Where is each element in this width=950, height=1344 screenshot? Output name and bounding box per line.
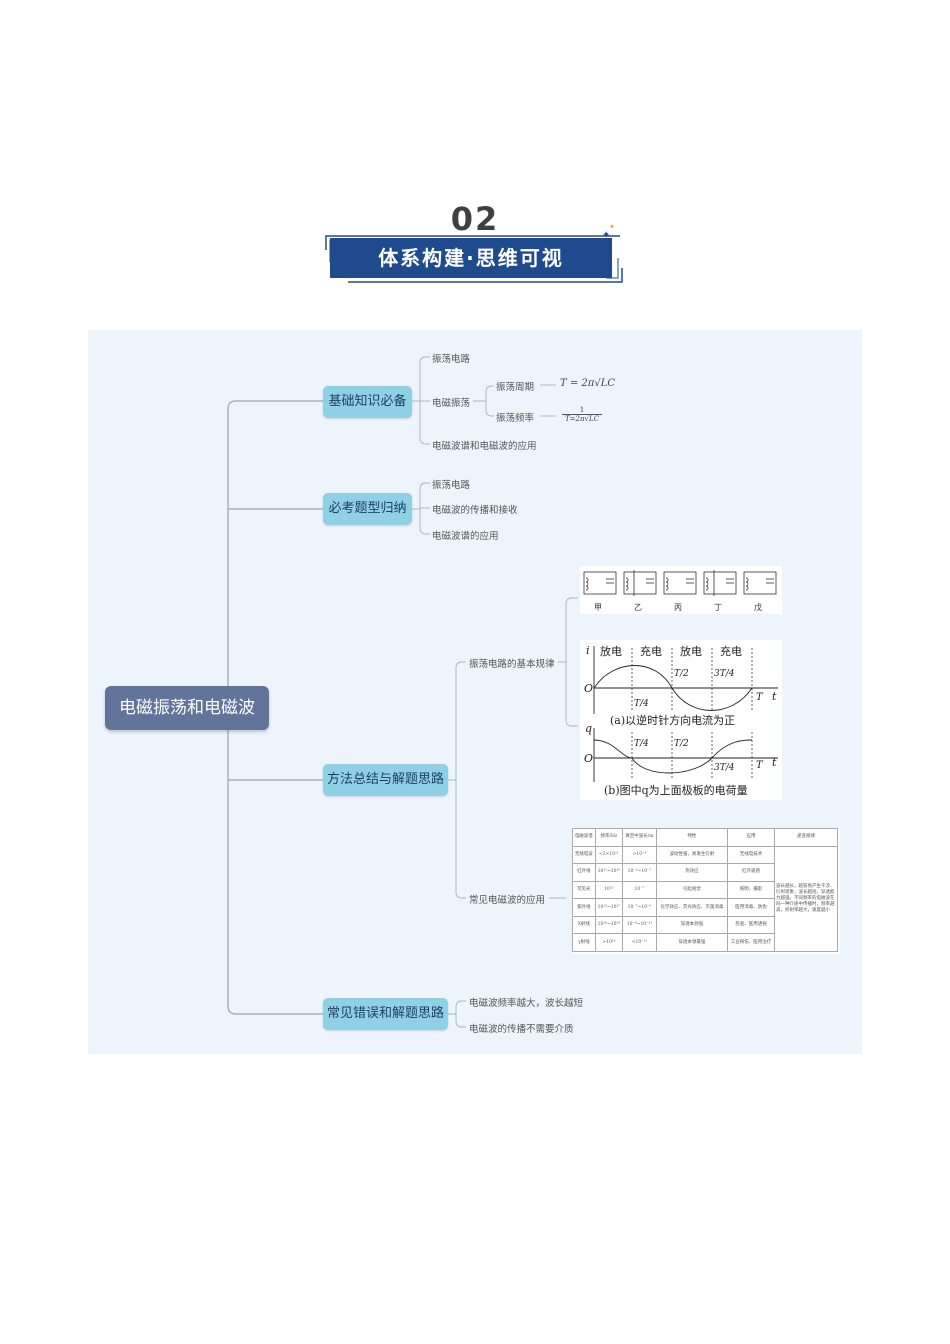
leaf-spectrum-app: 电磁波谱和电磁波的应用 xyxy=(432,441,537,452)
phase-2: 充电 xyxy=(640,644,662,658)
table-cell: 10⁻⁷~10⁻⁹ xyxy=(622,898,657,917)
table-cell: 穿透本领强 xyxy=(655,915,729,935)
leaf-exam-propagation: 电磁波的传播和接收 xyxy=(432,505,518,516)
table-cell: 检查、医用透视 xyxy=(727,915,775,935)
table-cell: 10¹⁵~10¹⁷ xyxy=(594,898,624,917)
em-spectrum-table-box: 电磁波谱 频率/Hz 真空中波长/m 特性 应用 递变规律 无线电波 <3×10… xyxy=(572,828,840,954)
table-cell: 无线电技术 xyxy=(727,845,775,865)
circuit-label-5: 戊 xyxy=(754,602,762,612)
graph-b-y-label: q xyxy=(585,722,592,735)
branch-basics: 基础知识必备 xyxy=(323,386,412,418)
table-cell: X射线 xyxy=(572,915,596,935)
table-header-cell: 特性 xyxy=(655,828,729,847)
table-cell: 10⁻⁸~10⁻¹¹ xyxy=(622,915,657,935)
table-cell: 照明、摄影 xyxy=(727,880,775,900)
graph-a-t-full: T xyxy=(756,692,764,703)
table-header-row: 电磁波谱 频率/Hz 真空中波长/m 特性 应用 递变规律 xyxy=(572,828,838,847)
table-cell: 红外遥感 xyxy=(727,863,775,882)
branch-exam: 必考题型归纳 xyxy=(323,493,412,525)
leaf-period: 振荡周期 xyxy=(496,382,535,393)
graph-b-t-full: T xyxy=(756,760,764,771)
graph-a-x-label: t xyxy=(772,690,777,703)
svg-text:✦: ✦ xyxy=(602,230,610,241)
phase-3: 放电 xyxy=(680,644,702,658)
table-cell: 穿透本领最强 xyxy=(655,933,729,952)
leaf-method-app: 常见电磁波的应用 xyxy=(469,895,546,906)
table-cell: 引起视觉 xyxy=(655,880,729,900)
graph-a-y-label: i xyxy=(586,644,590,657)
table-header-cell: 应用 xyxy=(727,828,775,847)
graph-b-t-quarter: T/4 xyxy=(634,739,649,749)
table-trend-cell: 波长越长，越容易产生干涉、衍射现象；波长越短，穿透能力越强。不同频率的电磁波在同… xyxy=(774,845,838,953)
graph-a-t-quarter: T/4 xyxy=(634,699,649,709)
table-cell: γ射线 xyxy=(572,933,596,952)
table-cell: 波动性强，易发生衍射 xyxy=(655,845,729,865)
leaf-exam-circuit: 振荡电路 xyxy=(432,480,471,491)
branch-method: 方法总结与解题思路 xyxy=(323,764,448,796)
table-cell: 无线电波 xyxy=(572,845,596,865)
phase-1: 放电 xyxy=(600,644,622,658)
circuit-label-3: 丙 xyxy=(674,603,682,612)
table-cell: 化学效应、荧光效应、灭菌消毒 xyxy=(655,898,729,917)
table-row: γ射线 >10¹⁹ <10⁻¹¹ 穿透本领最强 工业探伤、医用治疗 xyxy=(572,933,838,952)
phase-4: 充电 xyxy=(720,644,742,658)
graphs-drawing: i O t 放电 充电 放电 充电 T/4 T/2 3T/4 T (a)以逆时针… xyxy=(584,644,778,797)
leaf-frequency: 振荡频率 xyxy=(496,413,535,424)
section-title: 体系构建·思维可视 xyxy=(330,238,612,278)
table-cell: >10⁻³ xyxy=(622,845,657,865)
table-header-cell: 真空中波长/m xyxy=(622,828,657,847)
lc-circuit-stages: 甲 乙 丙 丁 戊 xyxy=(580,566,782,614)
leaf-error-2: 电磁波的传播不需要介质 xyxy=(469,1024,574,1035)
graph-b-t-half: T/2 xyxy=(674,739,689,749)
graph-b-t-3quarter: 3T/4 xyxy=(714,763,735,773)
leaf-method-rule: 振荡电路的基本规律 xyxy=(469,659,555,670)
circuit-label-1: 甲 xyxy=(594,603,602,612)
table-cell: 10⁻⁷ xyxy=(622,880,657,900)
circuit-label-2: 乙 xyxy=(634,603,642,612)
leaf-em-osc: 电磁振荡 xyxy=(432,398,471,409)
table-cell: 热效应 xyxy=(655,863,729,882)
table-cell: <10⁻¹¹ xyxy=(622,933,657,952)
lc-circuit-drawing: 甲 乙 丙 丁 戊 xyxy=(583,570,777,612)
period-formula: T = 2π√LC xyxy=(560,378,616,389)
graph-a-caption: (a)以逆时针方向电流为正 xyxy=(610,713,735,727)
branch-errors: 常见错误和解题思路 xyxy=(323,998,448,1030)
table-cell: 紫外线 xyxy=(572,898,596,917)
table-cell: >10¹⁹ xyxy=(594,933,624,952)
graph-a-t-half: T/2 xyxy=(674,669,689,679)
graph-b-origin: O xyxy=(584,752,593,765)
graph-a-origin: O xyxy=(584,682,593,695)
circuit-label-4: 丁 xyxy=(714,603,722,612)
table-header-cell: 递变规律 xyxy=(774,828,838,847)
table-header-cell: 电磁波谱 xyxy=(572,828,596,847)
em-spectrum-table: 电磁波谱 频率/Hz 真空中波长/m 特性 应用 递变规律 无线电波 <3×10… xyxy=(572,828,838,953)
leaf-exam-spectrum: 电磁波谱的应用 xyxy=(432,531,499,542)
table-cell: 10⁻³~10⁻⁷ xyxy=(622,863,657,882)
table-cell: 10¹⁶~10¹⁹ xyxy=(594,915,624,935)
freq-denominator: T=2π√LC xyxy=(564,415,600,423)
table-cell: 10¹¹~10¹⁵ xyxy=(594,863,624,882)
graph-b-x-label: t xyxy=(772,756,777,769)
root-node: 电磁振荡和电磁波 xyxy=(105,686,269,730)
graph-a-t-3quarter: 3T/4 xyxy=(714,669,735,679)
graph-b-caption: (b)图中q为上面极板的电荷量 xyxy=(604,783,748,797)
table-cell: 医用消毒、防伪 xyxy=(727,898,775,917)
svg-text:✦: ✦ xyxy=(609,223,615,231)
section-number: 02 xyxy=(450,200,500,238)
table-row: X射线 10¹⁶~10¹⁹ 10⁻⁸~10⁻¹¹ 穿透本领强 检查、医用透视 xyxy=(572,915,838,935)
frequency-formula: 1 T=2π√LC xyxy=(560,406,604,423)
table-cell: 可见光 xyxy=(572,880,596,900)
table-cell: 10¹⁵ xyxy=(594,880,624,900)
table-cell: 红外线 xyxy=(572,863,596,882)
leaf-error-1: 电磁波频率越大，波长越短 xyxy=(469,998,584,1009)
freq-numerator: 1 xyxy=(579,406,585,414)
table-cell: <3×10¹¹ xyxy=(594,845,624,865)
table-cell: 工业探伤、医用治疗 xyxy=(727,933,775,952)
table-row: 无线电波 <3×10¹¹ >10⁻³ 波动性强，易发生衍射 无线电技术 波长越长… xyxy=(572,845,838,953)
leaf-osc-circuit: 振荡电路 xyxy=(432,354,471,365)
table-header-cell: 频率/Hz xyxy=(594,828,624,847)
oscillation-graphs: i O t 放电 充电 放电 充电 T/4 T/2 3T/4 T (a)以逆时针… xyxy=(580,640,782,800)
